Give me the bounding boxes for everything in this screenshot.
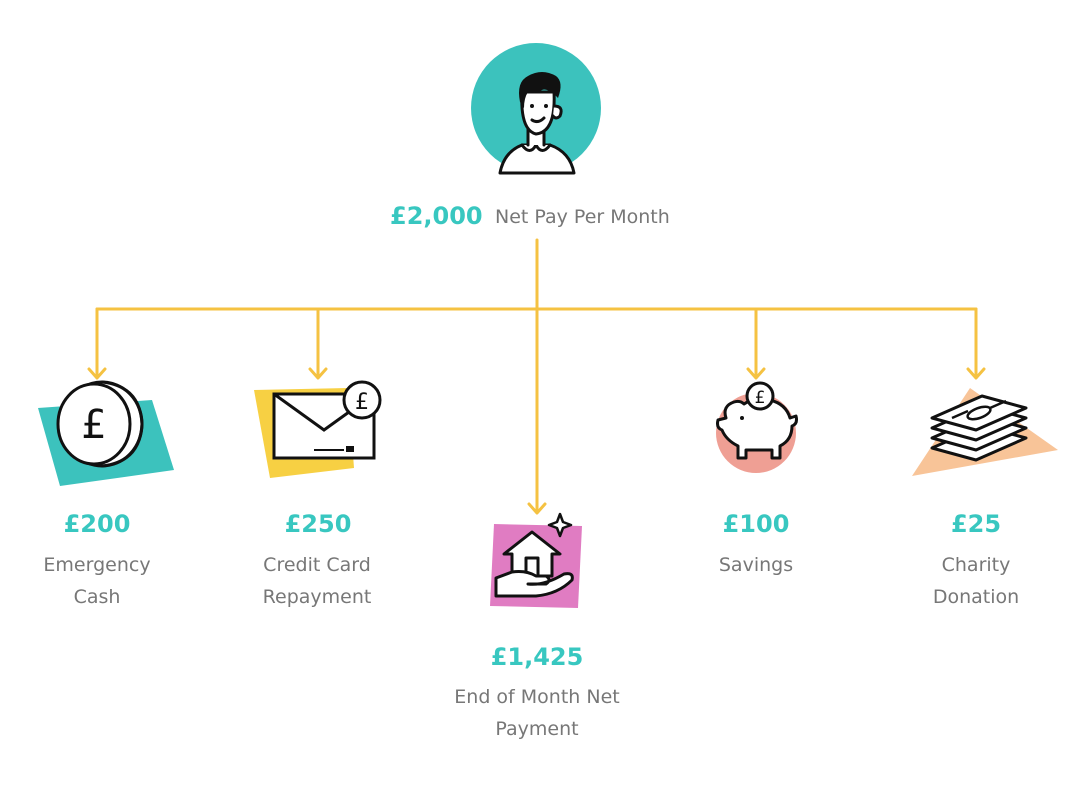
allocation-amount: £250 [284, 510, 352, 538]
house-in-hand-icon [490, 512, 582, 608]
net-pay-label: Net Pay Per Month [495, 206, 670, 228]
allocation-amount: £1,425 [490, 643, 584, 671]
allocation-label: Savings [718, 554, 794, 576]
net-pay-amount: £2,000 [390, 202, 483, 230]
allocation-amount: £25 [950, 510, 1002, 538]
person-avatar-icon [471, 43, 601, 175]
svg-text:£: £ [355, 390, 369, 415]
pound-coin-icon: £ [38, 380, 174, 486]
envelope-pound-icon: £ [254, 380, 382, 478]
allocation-amount: £200 [63, 510, 131, 538]
svg-text:£: £ [755, 388, 766, 408]
allocation-label: Charity Donation [932, 554, 1020, 608]
svg-text:£: £ [81, 402, 106, 448]
allocation-amount: £100 [722, 510, 790, 538]
allocation-label: Emergency Cash [43, 554, 151, 608]
piggy-bank-icon: £ [716, 381, 798, 473]
allocation-label: Credit Card Repayment [262, 554, 372, 608]
arrowhead-emergency [87, 367, 107, 380]
arrowhead-credit [308, 367, 328, 380]
arrowhead-charity [966, 367, 986, 380]
money-stack-icon [912, 388, 1058, 476]
allocation-label: End of Month Net Payment [454, 686, 620, 740]
arrowhead-end-month [527, 502, 547, 515]
arrowhead-savings [746, 367, 766, 380]
